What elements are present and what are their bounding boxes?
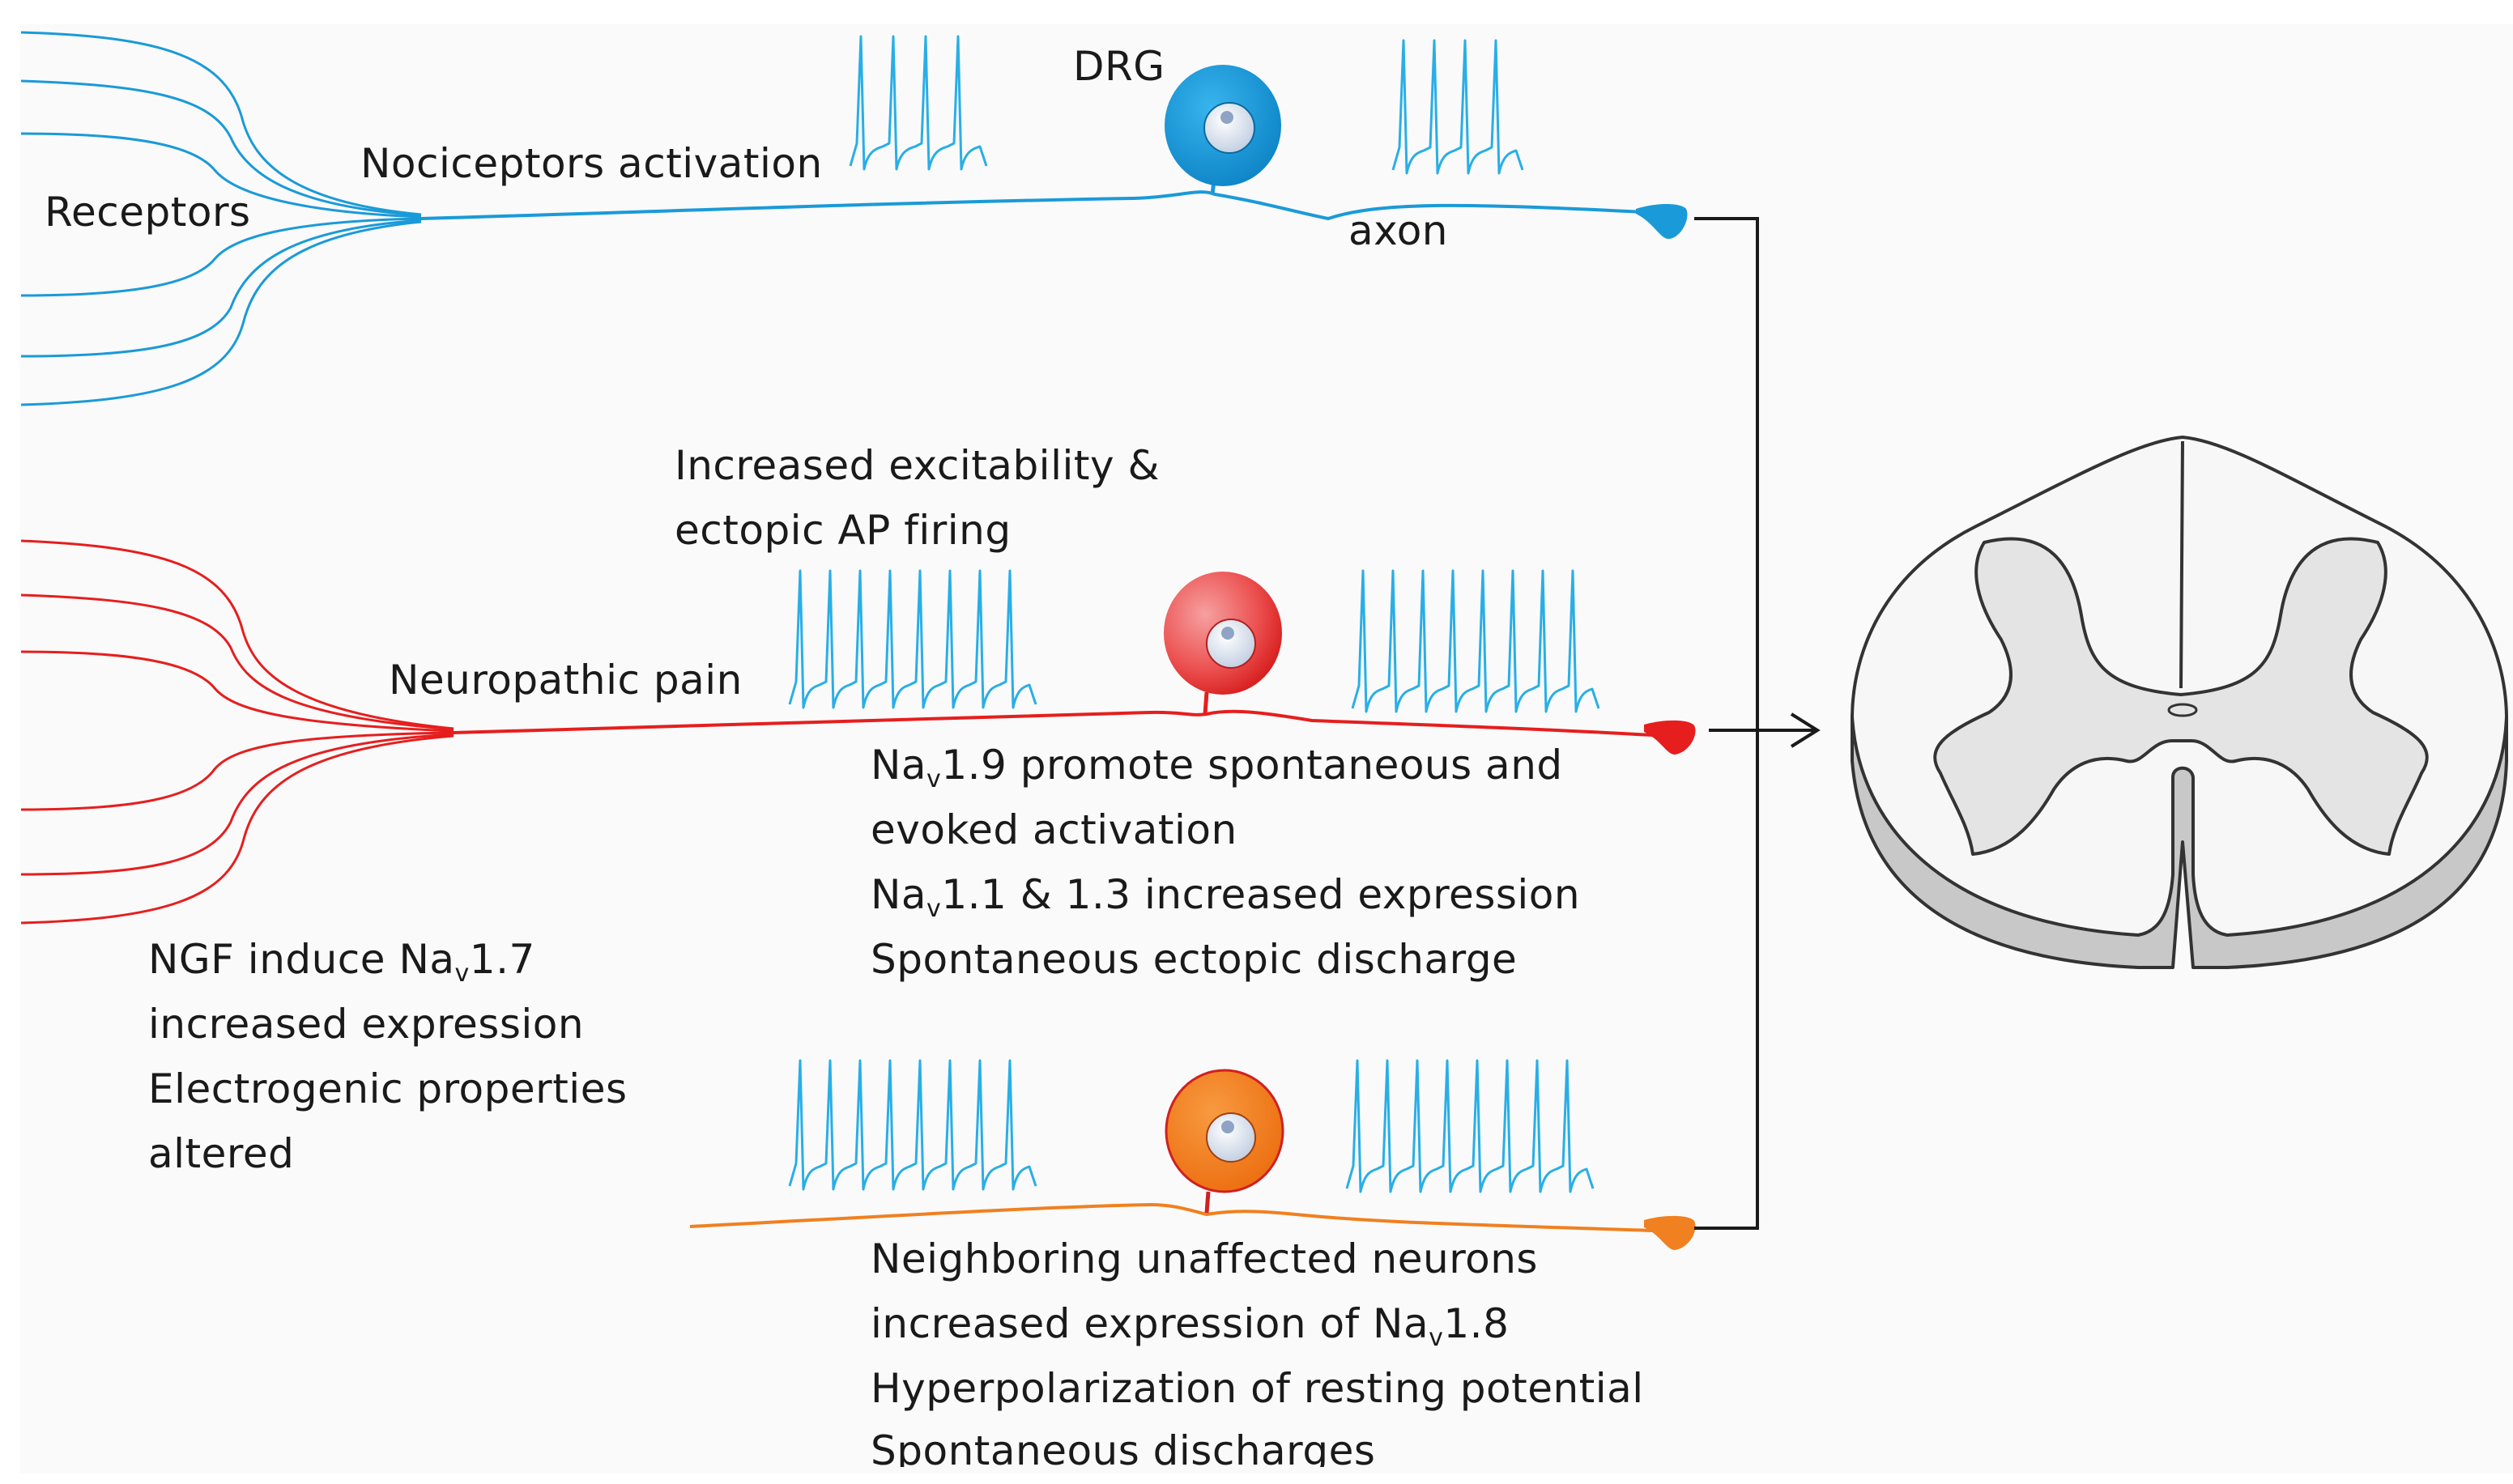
gray-matter — [1933, 537, 2429, 856]
label-drg: DRG — [1073, 43, 1165, 90]
label-neighbor-line4: Spontaneous discharges — [871, 1427, 1376, 1467]
neuropathic-neuron — [20, 539, 1653, 925]
drg-nucleus — [1203, 102, 1255, 154]
red-axon-terminal — [1644, 720, 1696, 755]
spike-train — [1391, 39, 1524, 175]
receptor-branch — [20, 731, 454, 811]
label-ngf-line2: increased expression — [148, 1001, 585, 1048]
label-neuropathic-pain: Neuropathic pain — [389, 657, 743, 704]
action-potential-spikes — [788, 35, 1600, 1193]
receptor-branch — [20, 31, 422, 216]
label-spontaneous-ectopic: Spontaneous ectopic discharge — [871, 936, 1518, 983]
label-nociceptors-activation: Nociceptors activation — [360, 140, 823, 187]
axon-line — [689, 1202, 1653, 1232]
label-ngf-line4: altered — [148, 1130, 295, 1177]
central-canal — [2167, 703, 2198, 717]
neighbor-neuron — [689, 1191, 1653, 1232]
axon-line — [453, 709, 1653, 737]
posterior-median-septum — [2179, 440, 2184, 689]
axon-line — [420, 190, 1645, 221]
axon-terminal — [1636, 204, 1688, 239]
connector-bracket — [1694, 217, 1821, 1230]
receptor-branch — [20, 79, 422, 217]
label-ngf: NGF induce Nav1.7 — [148, 936, 535, 988]
spike-train — [1345, 1059, 1595, 1193]
orange-axon-terminal — [1644, 1215, 1696, 1250]
label-ectopic-ap-firing: ectopic AP firing — [675, 507, 1012, 554]
receptor-branch — [20, 593, 454, 731]
label-nav19: Nav1.9 promote spontaneous and — [871, 742, 1563, 793]
spike-train — [788, 1059, 1037, 1191]
spike-train — [788, 569, 1037, 709]
label-neighbor-line2: increased expression of Nav1.8 — [871, 1300, 1510, 1352]
spike-train — [849, 35, 988, 171]
label-receptors: Receptors — [45, 189, 251, 236]
normal-neuron — [20, 31, 1645, 406]
receptor-branch — [20, 220, 422, 406]
label-nav11: Nav1.1 & 1.3 increased expression — [871, 871, 1581, 923]
receptor-branch — [20, 650, 454, 733]
receptor-branch — [20, 733, 454, 876]
label-axon: axon — [1348, 207, 1448, 254]
receptor-branch — [20, 217, 422, 297]
label-evoked-activation: evoked activation — [871, 806, 1237, 853]
receptor-branch — [20, 734, 454, 925]
spike-train — [1351, 569, 1600, 713]
arrow-head — [1790, 712, 1821, 748]
drg-nucleolus — [1220, 111, 1233, 124]
label-neighbor-line3: Hyperpolarization of resting potential — [871, 1365, 1644, 1412]
label-ngf-line3: Electrogenic properties — [148, 1065, 628, 1112]
drg-stem — [1203, 691, 1209, 715]
receptor-branch — [20, 219, 422, 358]
receptor-branch — [20, 132, 422, 219]
spinal-cord — [1851, 436, 2508, 969]
red-nucleolus — [1221, 627, 1234, 640]
orange-nucleolus — [1221, 1120, 1234, 1133]
label-neighbor-line1: Neighboring unaffected neurons — [871, 1235, 1538, 1282]
orange-nucleus — [1206, 1112, 1256, 1163]
red-nucleus — [1206, 619, 1256, 669]
drg-stem — [1204, 1191, 1211, 1214]
label-increased-excitability: Increased excitability & — [675, 442, 1160, 489]
receptor-branch — [20, 539, 454, 730]
